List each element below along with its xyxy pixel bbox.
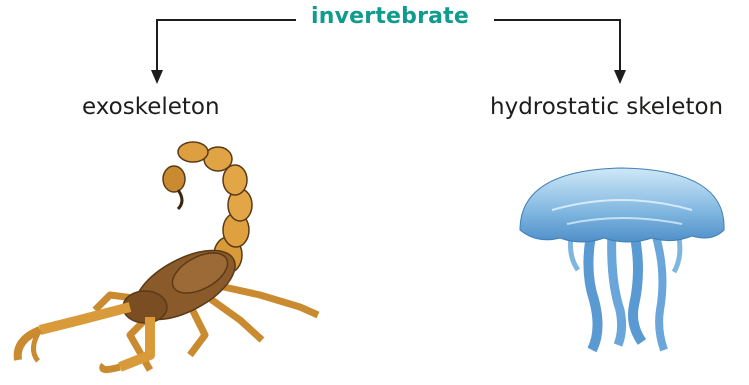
jellyfish-illustration [512, 160, 737, 360]
arrow-right-line [494, 20, 620, 72]
branch-label-hydrostatic-skeleton: hydrostatic skeleton [490, 94, 723, 120]
branch-label-exoskeleton: exoskeleton [82, 94, 220, 120]
arrow-right-head [614, 70, 626, 84]
scorpion-illustration [0, 135, 330, 385]
arrow-left-line [157, 20, 296, 72]
arrow-left-head [151, 70, 163, 84]
